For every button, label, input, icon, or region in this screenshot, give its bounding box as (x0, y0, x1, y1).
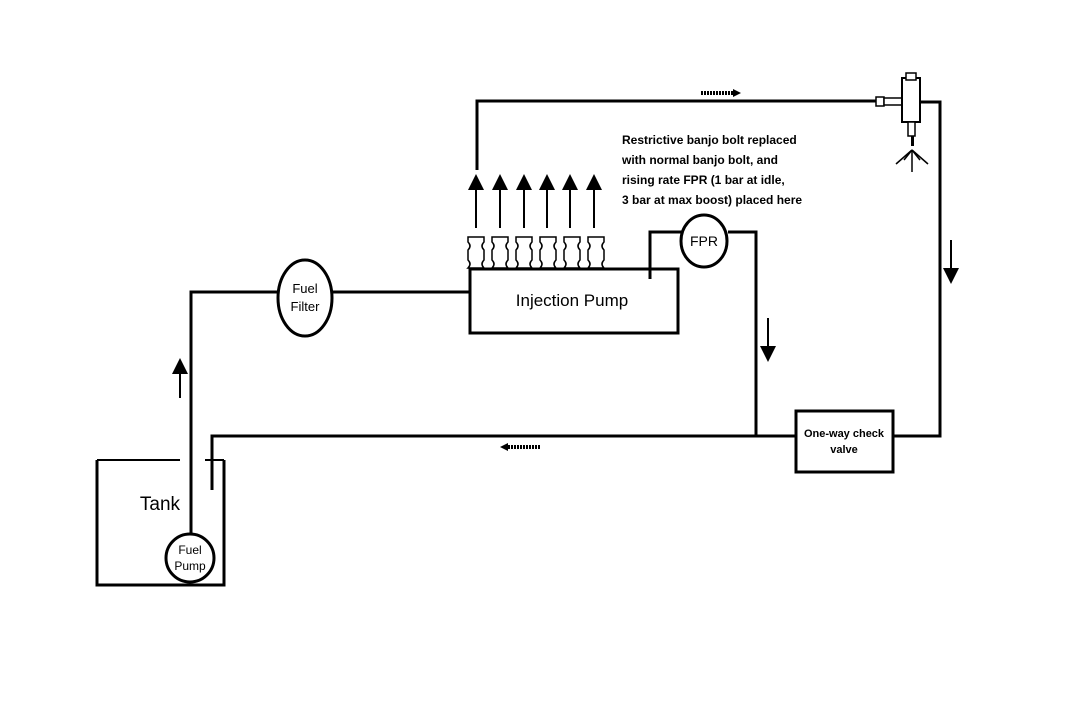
outlet-fitting (538, 236, 558, 269)
annotation-line4: 3 bar at max boost) placed here (622, 193, 802, 207)
outlet-fitting (562, 236, 582, 269)
annotation-line2: with normal banjo bolt, and (621, 153, 778, 167)
fpr: FPR (679, 213, 729, 269)
check-valve: One-way check valve (794, 409, 895, 474)
fuel-filter: Fuel Filter (276, 258, 334, 338)
fpr-label: FPR (690, 233, 718, 249)
fuel-pump: Fuel Pump (164, 532, 216, 584)
fuel-filter-label-line2: Filter (291, 299, 321, 314)
outlet-fitting (466, 236, 486, 269)
tank-return-line (210, 434, 796, 490)
pump-outlet-fittings (466, 236, 606, 269)
supply-line (172, 290, 470, 534)
annotation-line3: rising rate FPR (1 bar at idle, (622, 173, 785, 187)
injection-pump-label: Injection Pump (516, 291, 628, 310)
fpr-branch (648, 230, 776, 436)
injector-icon (875, 72, 929, 172)
tank: Tank (95, 459, 226, 587)
outlet-arrows (468, 174, 602, 228)
check-valve-label-line1: One-way check (804, 428, 885, 440)
fuel-filter-label-line1: Fuel (292, 281, 317, 296)
check-valve-label-line2: valve (830, 444, 858, 456)
annotation-line1: Restrictive banjo bolt replaced (622, 133, 797, 147)
fuel-pump-label-line1: Fuel (178, 543, 201, 557)
tank-label: Tank (140, 494, 181, 515)
injector-return-line (893, 100, 959, 438)
injector-line (475, 89, 876, 170)
outlet-fitting (586, 236, 606, 269)
annotation: Restrictive banjo bolt replaced with nor… (621, 133, 802, 207)
outlet-fitting (514, 236, 534, 269)
fuel-pump-label-line2: Pump (174, 559, 206, 573)
outlet-fitting (490, 236, 510, 269)
injection-pump: Injection Pump (468, 267, 680, 335)
